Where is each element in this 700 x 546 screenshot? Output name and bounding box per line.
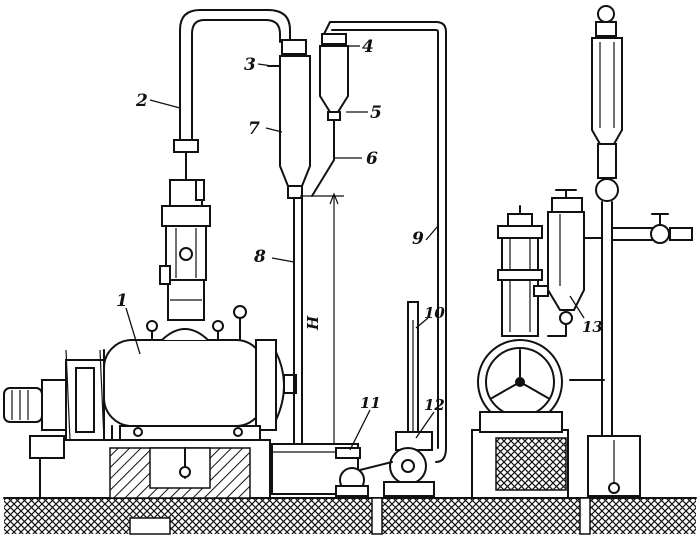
label-10: 10: [424, 304, 445, 322]
vacuum-pump: [471, 205, 569, 499]
floor-ground: [3, 497, 697, 535]
dryer-foundation: [29, 435, 271, 499]
label-5: 5: [370, 103, 382, 123]
label-8: 8: [253, 247, 266, 267]
separator: [311, 33, 349, 197]
pipe-9: [323, 21, 447, 463]
oil-separator: [533, 189, 585, 337]
label-7: 7: [248, 119, 260, 139]
label-13: 13: [582, 318, 603, 336]
label-12: 12: [424, 396, 445, 414]
barometric-leg: [293, 192, 344, 445]
label-3: 3: [244, 55, 256, 75]
diagram-labels: 1 2 3 4 5 6 7 8 9 10 11 12 13 H: [116, 37, 603, 414]
label-2: 2: [135, 91, 148, 111]
vapour-pipe: [173, 9, 291, 153]
receiver-tank: [271, 443, 361, 495]
label-1: 1: [116, 291, 128, 311]
label-4: 4: [362, 37, 374, 57]
pump: [335, 301, 435, 497]
drive-motor: [3, 349, 105, 441]
vacuum-dryer: [103, 305, 297, 441]
label-11: 11: [360, 394, 381, 412]
label-9: 9: [412, 229, 424, 249]
label-h: H: [304, 315, 322, 331]
label-6: 6: [366, 149, 378, 169]
condenser: [267, 39, 311, 199]
leader-lines: [125, 45, 585, 451]
filter-column: [159, 149, 211, 321]
exhaust-stack: [569, 5, 693, 497]
